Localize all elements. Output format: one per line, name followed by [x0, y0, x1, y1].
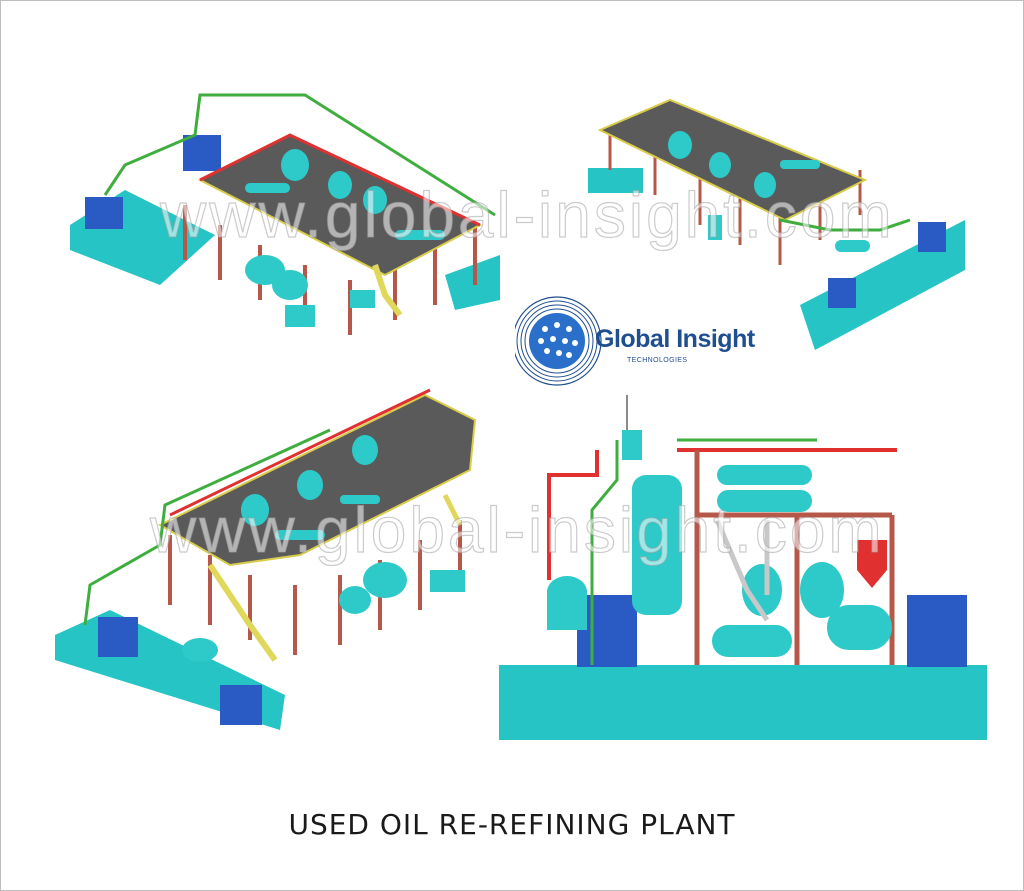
plant-isometric-view-top-right	[580, 90, 980, 365]
steel-frame	[694, 450, 895, 665]
concrete-base	[800, 220, 965, 350]
company-logo: Global Insight TECHNOLOGIES	[512, 293, 770, 390]
pipe-green	[590, 438, 817, 665]
concrete-pad	[588, 168, 643, 193]
pipe-green	[779, 218, 911, 232]
staircase	[714, 519, 770, 622]
hopper-vessel	[708, 215, 722, 240]
plant-isometric-view-bottom-left	[50, 385, 500, 740]
figure-caption: USED OIL RE-REFINING PLANT	[288, 808, 736, 841]
blower-unit	[220, 685, 262, 725]
blower-unit	[98, 617, 138, 657]
blower-unit	[183, 135, 221, 171]
storage-tanks	[245, 255, 375, 327]
storage-tanks	[182, 562, 465, 662]
staircase	[207, 563, 278, 662]
pipe-green	[83, 428, 331, 626]
blower-unit	[85, 197, 123, 229]
pipe-red	[547, 448, 897, 580]
process-vessels	[547, 430, 892, 657]
plant-front-elevation-view	[497, 390, 989, 742]
staircase	[442, 493, 463, 527]
concrete-base	[499, 665, 987, 740]
plant-isometric-view-top-left	[65, 85, 510, 355]
blower-unit	[828, 278, 856, 308]
logo-brand-name: Global Insight	[595, 325, 755, 353]
globe-logo-icon	[512, 296, 602, 386]
staircase	[372, 264, 403, 317]
cone-hopper-vessel	[857, 540, 887, 588]
process-vessels	[668, 131, 870, 252]
concrete-base	[445, 255, 500, 310]
pipe-green	[103, 93, 496, 217]
platform-deck	[597, 98, 868, 222]
blower-unit	[918, 222, 946, 252]
process-vessels	[245, 149, 445, 240]
pipe-red	[169, 388, 431, 517]
pipe-red	[199, 133, 481, 227]
logo-subtitle: TECHNOLOGIES	[627, 357, 688, 364]
blower-unit	[907, 595, 967, 667]
process-vessels	[241, 435, 380, 540]
